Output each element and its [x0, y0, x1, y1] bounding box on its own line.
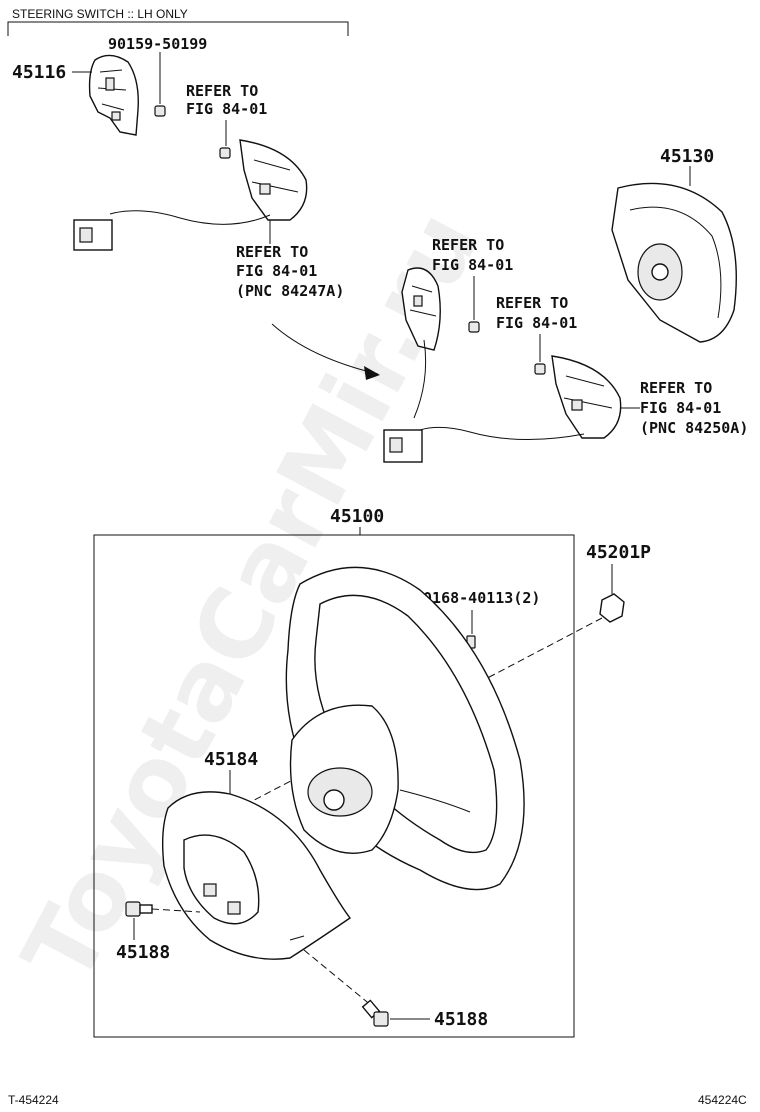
label-45184: 45184	[204, 749, 258, 770]
arrow-icon	[271, 323, 380, 380]
refer-e-line3: (PNC 84250A)	[640, 419, 748, 437]
section-note: STEERING SWITCH :: LH ONLY	[12, 7, 188, 21]
label-45188-left: 45188	[116, 942, 170, 963]
refer-c-line1: REFER TO	[432, 236, 504, 254]
cover-icon	[161, 791, 352, 960]
refer-e-line2: FIG 84-01	[640, 399, 721, 417]
steering-switch-housing-icon	[88, 54, 139, 136]
refer-a-line2: FIG 84-01	[186, 100, 267, 118]
refer-d-line2: FIG 84-01	[496, 314, 577, 332]
footer-code-left: T-454224	[8, 1093, 59, 1107]
label-45188-bottom: 45188	[434, 1009, 488, 1030]
refer-d-line1: REFER TO	[496, 294, 568, 312]
bolt-icon	[125, 901, 153, 917]
section-bracket	[7, 21, 349, 36]
switch-harness-icon	[73, 139, 308, 251]
refer-a-line1: REFER TO	[186, 82, 258, 100]
label-45100: 45100	[330, 506, 384, 527]
footer-code-right: 454224C	[698, 1093, 747, 1107]
screw-icon	[219, 147, 231, 159]
bolt-icon	[361, 999, 389, 1027]
refer-b-line1: REFER TO	[236, 243, 308, 261]
label-45130: 45130	[660, 146, 714, 167]
refer-e-line1: REFER TO	[640, 379, 712, 397]
refer-b-line3: (PNC 84247A)	[236, 282, 344, 300]
steering-switch-housing-icon	[401, 267, 441, 351]
airbag-pad-icon	[611, 182, 737, 343]
refer-b-line2: FIG 84-01	[236, 262, 317, 280]
label-90168-40113: 90168-40113(2)	[414, 589, 540, 607]
screw-icon	[468, 321, 480, 333]
refer-c-line2: FIG 84-01	[432, 256, 513, 274]
steering-wheel-icon	[285, 566, 525, 891]
screw-icon	[154, 105, 166, 117]
assembly-box	[93, 534, 575, 1038]
switch-harness-icon	[383, 339, 622, 463]
label-45201p: 45201P	[586, 542, 651, 563]
screw-icon	[534, 363, 546, 375]
label-45116: 45116	[12, 62, 66, 83]
label-90159-50199: 90159-50199	[108, 35, 207, 53]
nut-icon	[599, 593, 625, 623]
